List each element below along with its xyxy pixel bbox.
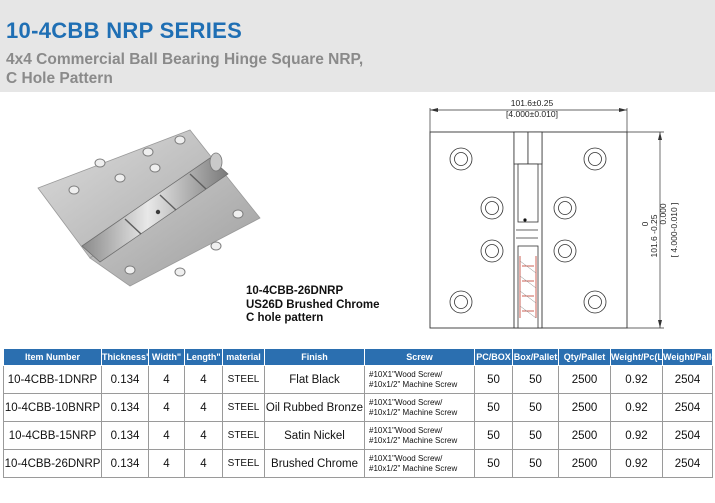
height-dimension-tol: 0.000	[658, 203, 668, 225]
cell-item: 10-4CBB-1DNRP	[3, 365, 102, 394]
cell-screw: #10X1"Wood Screw/#10x1/2" Machine Screw	[364, 421, 475, 450]
cell-qtypallet: 2500	[558, 393, 611, 422]
col-header: Length"	[184, 348, 223, 366]
cell-length: 4	[184, 449, 223, 478]
cell-weightpallet: 2504	[662, 449, 713, 478]
cell-item: 10-4CBB-15NRP	[3, 421, 102, 450]
cell-length: 4	[184, 365, 223, 394]
cell-thickness: 0.134	[101, 393, 149, 422]
cell-pcbox: 50	[474, 365, 513, 394]
cell-thickness: 0.134	[101, 449, 149, 478]
col-header: Thickness"	[101, 348, 149, 366]
cell-thickness: 0.134	[101, 421, 149, 450]
drawing-leaf-left	[429, 131, 523, 329]
cell-screw: #10X1"Wood Screw/#10x1/2" Machine Screw	[364, 393, 475, 422]
cell-width: 4	[148, 421, 185, 450]
cell-material: STEEL	[222, 393, 265, 422]
height-dimension: 101.6 -0.25	[649, 214, 659, 257]
cell-screw: #10X1"Wood Screw/#10x1/2" Machine Screw	[364, 365, 475, 394]
cell-material: STEEL	[222, 365, 265, 394]
cell-material: STEEL	[222, 449, 265, 478]
cell-finish: Satin Nickel	[264, 421, 365, 450]
cell-thickness: 0.134	[101, 365, 149, 394]
col-header: PC/BOX	[474, 348, 513, 366]
col-header: material	[222, 348, 265, 366]
subtitle-line-2: C Hole Pattern	[6, 70, 113, 87]
screw-line-2: #10x1/2" Machine Screw	[369, 463, 458, 473]
screw-line-1: #10X1"Wood Screw/	[369, 397, 443, 407]
page-title: 10-4CBB NRP SERIES	[6, 18, 243, 43]
cell-weightpc: 0.92	[610, 393, 663, 422]
cell-screw: #10X1"Wood Screw/#10x1/2" Machine Screw	[364, 449, 475, 478]
cell-pcbox: 50	[474, 449, 513, 478]
cell-length: 4	[184, 393, 223, 422]
cell-finish: Oil Rubbed Bronze	[264, 393, 365, 422]
screw-line-2: #10x1/2" Machine Screw	[369, 379, 458, 389]
cell-pcbox: 50	[474, 421, 513, 450]
width-dimension: 101.6±0.25	[511, 98, 554, 108]
cell-width: 4	[148, 449, 185, 478]
drawing-leaf-right	[533, 131, 628, 329]
hinge-knuckle	[81, 157, 229, 263]
table-header-row: Item Number Thickness" Width" Length" ma…	[3, 348, 713, 366]
cell-qtypallet: 2500	[558, 449, 611, 478]
col-header: Box/Pallet	[512, 348, 559, 366]
screw-line-1: #10X1"Wood Screw/	[369, 425, 443, 435]
cell-weightpc: 0.92	[610, 365, 663, 394]
cell-finish: Flat Black	[264, 365, 365, 394]
col-header: Weight/Pc(Lb)	[610, 348, 663, 366]
col-header: Weight/Pallet(Lb)	[662, 348, 713, 366]
cell-pcbox: 50	[474, 393, 513, 422]
col-header: Screw	[364, 348, 475, 366]
subtitle-line-1: 4x4 Commercial Ball Bearing Hinge Square…	[6, 51, 364, 68]
table-row: 10-4CBB-26DNRP 0.134 4 4 STEEL Brushed C…	[3, 449, 713, 478]
col-header: Finish	[264, 348, 365, 366]
spec-table: Item Number Thickness" Width" Length" ma…	[3, 348, 713, 478]
cell-weightpallet: 2504	[662, 421, 713, 450]
table-row: 10-4CBB-10BNRP 0.134 4 4 STEEL Oil Rubbe…	[3, 393, 713, 422]
caption-finish: US26D Brushed Chrome	[246, 298, 380, 311]
table-row: 10-4CBB-15NRP 0.134 4 4 STEEL Satin Nick…	[3, 421, 713, 450]
cell-material: STEEL	[222, 421, 265, 450]
cell-item: 10-4CBB-26DNRP	[3, 449, 102, 478]
cell-boxpallet: 50	[512, 393, 559, 422]
col-header: Width"	[148, 348, 185, 366]
cell-qtypallet: 2500	[558, 365, 611, 394]
cell-boxpallet: 50	[512, 365, 559, 394]
screw-line-2: #10x1/2" Machine Screw	[369, 407, 458, 417]
header-band: 10-4CBB NRP SERIES 4x4 Commercial Ball B…	[0, 0, 715, 92]
height-dimension-inch: [ 4.000-0.010 ]	[669, 203, 679, 258]
table-row: 10-4CBB-1DNRP 0.134 4 4 STEEL Flat Black…	[3, 365, 713, 394]
page-subtitle: 4x4 Commercial Ball Bearing Hinge Square…	[6, 50, 476, 88]
height-dimension-zero: 0	[640, 221, 650, 226]
cell-weightpc: 0.92	[610, 421, 663, 450]
width-dimension-inch: [4.000±0.010]	[506, 109, 558, 119]
col-header: Qty/Pallet	[558, 348, 611, 366]
cell-weightpc: 0.92	[610, 449, 663, 478]
caption-model: 10-4CBB-26DNRP	[246, 285, 344, 297]
cell-width: 4	[148, 365, 185, 394]
screw-line-2: #10x1/2" Machine Screw	[369, 435, 458, 445]
photo-caption: 10-4CBB-26DNRP US26D Brushed Chrome C ho…	[246, 285, 380, 326]
cell-weightpallet: 2504	[662, 393, 713, 422]
caption-pattern: C hole pattern	[246, 312, 324, 324]
cell-weightpallet: 2504	[662, 365, 713, 394]
technical-drawing: 101.6±0.25 [4.000±0.010] 0 101.6 -0.25 0…	[429, 98, 679, 329]
screw-line-1: #10X1"Wood Screw/	[369, 369, 443, 379]
cell-length: 4	[184, 421, 223, 450]
cell-item: 10-4CBB-10BNRP	[3, 393, 102, 422]
cell-boxpallet: 50	[512, 421, 559, 450]
screw-line-1: #10X1"Wood Screw/	[369, 453, 443, 463]
cell-boxpallet: 50	[512, 449, 559, 478]
cell-qtypallet: 2500	[558, 421, 611, 450]
col-header: Item Number	[3, 348, 102, 366]
cell-finish: Brushed Chrome	[264, 449, 365, 478]
cell-width: 4	[148, 393, 185, 422]
hinge-photo	[37, 129, 261, 287]
